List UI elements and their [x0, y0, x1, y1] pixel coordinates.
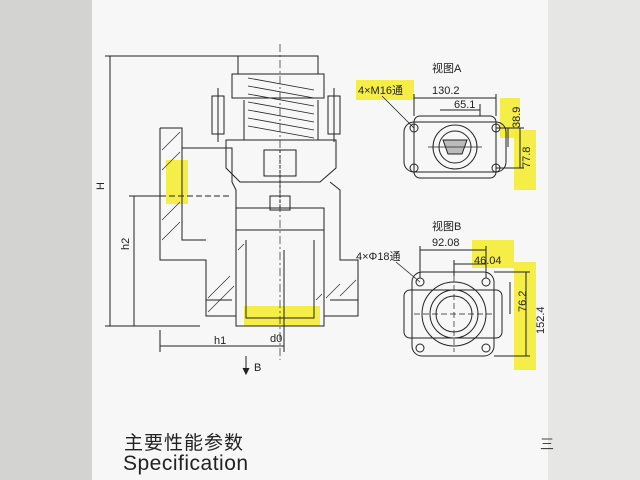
dim-d0: d0	[270, 333, 282, 345]
section-title-en: Specification	[123, 452, 249, 475]
highlight-inlet	[166, 160, 188, 204]
view-a-dim-height-outer: 77.8	[521, 147, 533, 168]
view-a-dim-width-outer: 130.2	[432, 85, 460, 97]
right-background-band	[548, 0, 640, 480]
dim-h1: h1	[214, 335, 226, 347]
view-a-title: 视图A	[432, 61, 462, 75]
view-b-title: 视图B	[432, 219, 461, 233]
dim-H: H	[95, 182, 107, 190]
view-a-drawing	[381, 94, 524, 179]
dim-h2: h2	[120, 238, 132, 250]
view-b-dim-height-inner: 76.2	[517, 291, 529, 312]
view-b-drawing	[395, 246, 530, 357]
view-b-hole-callout: 4×Φ18通	[356, 250, 401, 263]
view-a-bolt-callout: 4×M16通	[358, 84, 403, 97]
view-b-labels: 视图B 4×Φ18通 92.08 46.04 76.2 152.4	[356, 219, 547, 334]
highlighter-marks	[166, 80, 536, 370]
valve-section	[105, 44, 359, 376]
highlight-bolt-a	[356, 80, 414, 100]
view-a-dim-width-inner: 65.1	[454, 99, 475, 111]
view-a-labels: 视图A 4×M16通 130.2 65.1 38.9 77.8	[358, 61, 533, 168]
view-a-dim-height-inner: 38.9	[511, 107, 523, 128]
highlight-1524	[514, 262, 536, 370]
left-background-band	[0, 0, 92, 480]
view-b-dim-width-outer: 92.08	[432, 237, 460, 249]
view-b-dim-width-inner: 46.04	[474, 255, 502, 267]
view-b-dim-height-outer: 152.4	[535, 306, 547, 334]
highlight-bore	[244, 306, 320, 326]
flow-arrow-label: B	[254, 362, 261, 374]
cut-off-character: 三	[540, 437, 554, 453]
highlight-4604	[472, 240, 514, 268]
section-title-cn: 主要性能参数	[124, 432, 245, 454]
valve-labels: H h2 h1 d0 B	[95, 182, 282, 374]
